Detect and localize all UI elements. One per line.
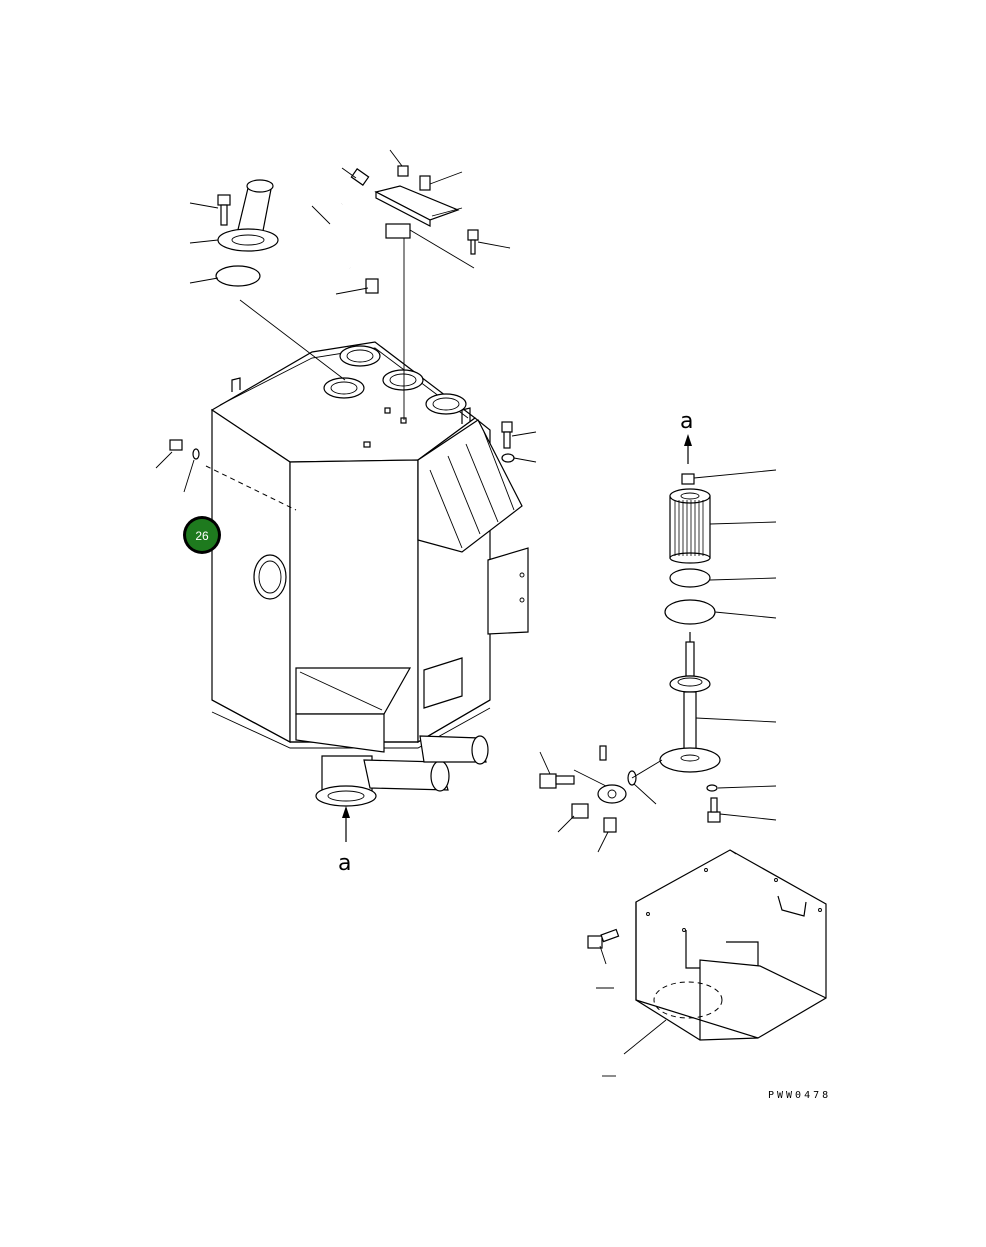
callout-badge[interactable]: 26	[183, 516, 221, 554]
breather-bracket[interactable]	[374, 165, 479, 420]
flange-fittings[interactable]	[539, 745, 663, 853]
view-arrow-bottom: a	[338, 806, 351, 876]
drawing-code: PWW0478	[768, 1090, 831, 1101]
filter-assembly[interactable]	[659, 469, 777, 823]
view-label-top: a	[680, 409, 693, 434]
callout-badge-text: 26	[195, 529, 209, 543]
callout-badge-fill	[186, 519, 218, 551]
view-arrow-top: a	[680, 409, 693, 464]
filler-neck-assembly[interactable]	[215, 179, 279, 287]
tank-cover[interactable]	[587, 849, 827, 1077]
bolt-and-washer[interactable]	[501, 421, 515, 463]
hose-assembly[interactable]	[318, 168, 379, 294]
drain-plug[interactable]	[169, 439, 200, 460]
hydraulic-tank[interactable]	[205, 341, 529, 807]
view-label-bottom: a	[338, 851, 351, 876]
leader-lines-left	[155, 149, 537, 493]
